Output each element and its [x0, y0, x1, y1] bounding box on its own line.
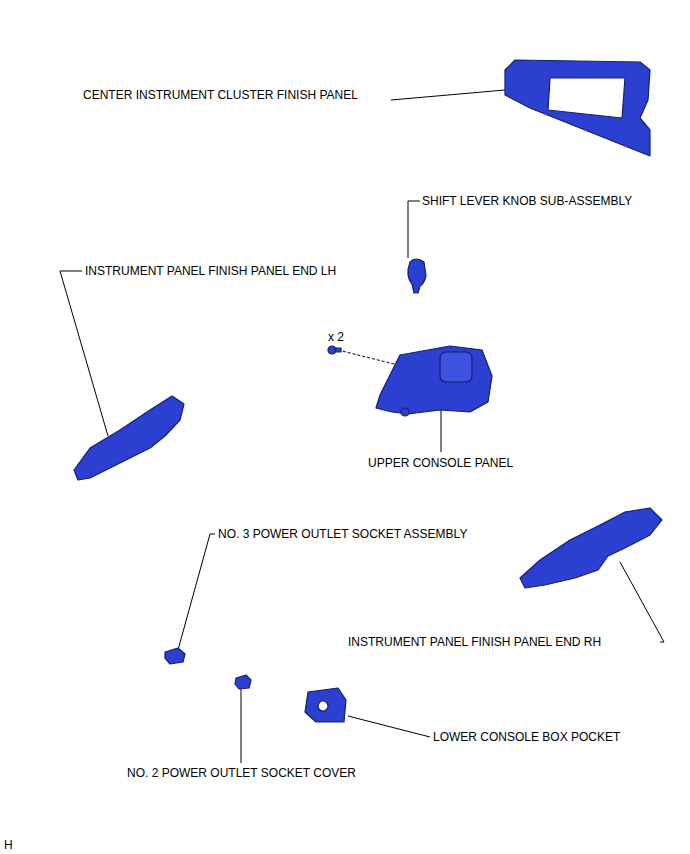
shift-knob — [408, 259, 426, 293]
part-name: UPPER CONSOLE PANEL — [368, 456, 513, 470]
console-pocket — [305, 688, 346, 722]
leader-lines — [60, 90, 664, 763]
shift-slot — [440, 352, 472, 382]
socket-cover — [235, 675, 251, 689]
part-name: CENTER INSTRUMENT CLUSTER FINISH PANEL — [83, 88, 358, 102]
power-socket — [165, 648, 185, 664]
part-name: INSTRUMENT PANEL FINISH PANEL END LH — [85, 264, 336, 278]
end-panel-rh — [520, 508, 662, 588]
part-name: INSTRUMENT PANEL FINISH PANEL END RH — [348, 635, 601, 649]
diagram-code: H — [4, 838, 13, 852]
pocket-hole — [318, 701, 328, 711]
quantity-note: x 2 — [328, 330, 344, 344]
part-name: SHIFT LEVER KNOB SUB-ASSEMBLY — [422, 194, 632, 208]
part-name: NO. 2 POWER OUTLET SOCKET COVER — [127, 766, 356, 780]
screw — [328, 346, 341, 354]
console-panel — [376, 346, 492, 414]
end-panel-lh — [74, 396, 184, 480]
part-name: LOWER CONSOLE BOX POCKET — [433, 730, 620, 744]
part-name: NO. 3 POWER OUTLET SOCKET ASSEMBLY — [218, 527, 467, 541]
finish-panel — [505, 60, 650, 156]
console-switch — [401, 408, 409, 416]
